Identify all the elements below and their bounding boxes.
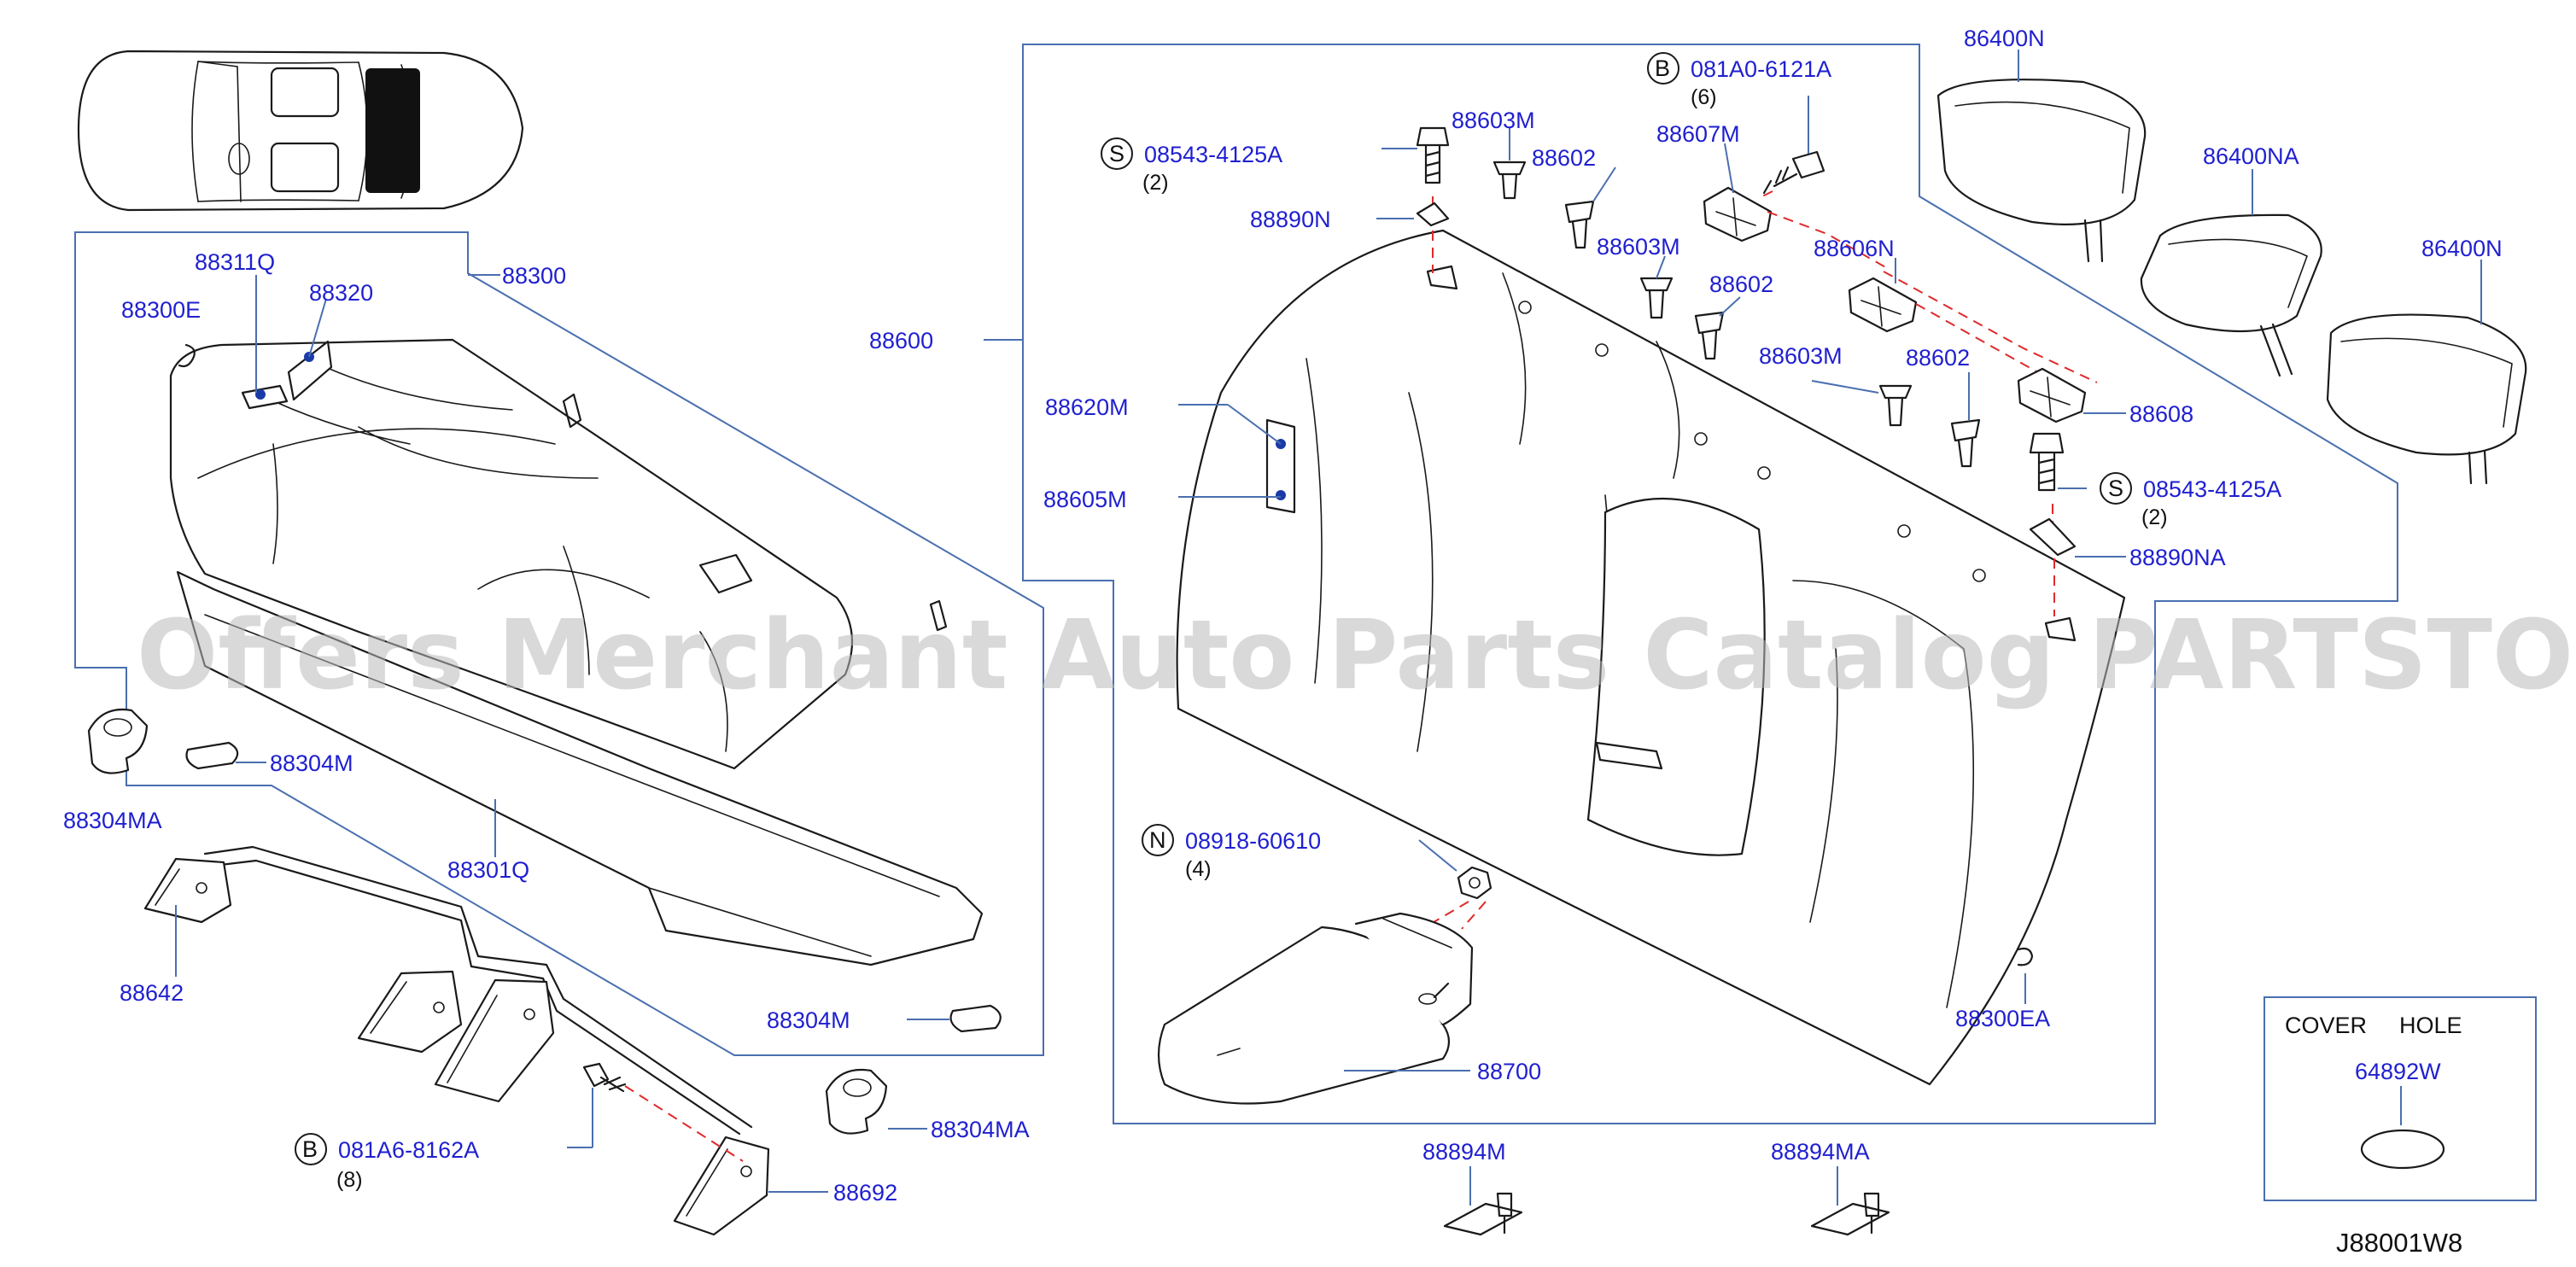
- qty-s-top: (2): [1142, 171, 1169, 195]
- clip-88603m-3: [1878, 384, 1913, 427]
- prefix-s-top: S: [1109, 141, 1124, 166]
- prefix-b-top: B: [1655, 55, 1670, 81]
- legend-part-64892w[interactable]: 64892W: [2355, 1059, 2441, 1084]
- label-88602-2[interactable]: 88602: [1709, 272, 1773, 297]
- label-88642[interactable]: 88642: [120, 980, 184, 1006]
- part-88620m-88605m: [1265, 418, 1296, 514]
- drawing-code: J88001W8: [2336, 1228, 2462, 1258]
- legend-hole: HOLE: [2399, 1013, 2462, 1038]
- legend-cover: COVER: [2285, 1013, 2367, 1038]
- cover-hole-plug: [2360, 1129, 2445, 1170]
- part-88304ma-bottom: [825, 1069, 888, 1135]
- label-88603m-2[interactable]: 88603M: [1597, 234, 1680, 260]
- bolt-081a6-8162a: [582, 1062, 627, 1093]
- label-88311q[interactable]: 88311Q: [195, 249, 275, 275]
- qty-n: (4): [1185, 857, 1212, 881]
- code-08543-4125a-right[interactable]: 08543-4125A: [2143, 476, 2281, 502]
- clip-88602-3: [1950, 418, 1981, 468]
- part-88890n: [1416, 201, 1450, 227]
- part-88304m-bottom: [949, 1004, 1002, 1033]
- part-88608: [2017, 367, 2087, 423]
- label-88607m[interactable]: 88607M: [1656, 121, 1740, 147]
- label-88304m-top[interactable]: 88304M: [270, 750, 353, 776]
- prefix-s-right: S: [2108, 476, 2123, 501]
- code-081a6-8162a[interactable]: 081A6-8162A: [338, 1137, 479, 1163]
- label-88890na[interactable]: 88890NA: [2129, 545, 2226, 570]
- part-86400n-right-headrest: [2326, 313, 2527, 485]
- label-88300[interactable]: 88300: [502, 263, 566, 289]
- label-88304ma-left[interactable]: 88304MA: [63, 808, 162, 833]
- bolt-081a0-6121a: [1762, 150, 1825, 195]
- label-88606n[interactable]: 88606N: [1814, 236, 1895, 261]
- label-88894m[interactable]: 88894M: [1422, 1139, 1506, 1165]
- part-88894m: [1443, 1192, 1523, 1236]
- label-88692[interactable]: 88692: [833, 1180, 897, 1206]
- clip-88603m-2: [1639, 277, 1674, 319]
- qty-b-top: (6): [1691, 85, 1717, 109]
- label-88700[interactable]: 88700: [1477, 1059, 1541, 1084]
- car-location-icon: [77, 50, 524, 212]
- label-88300e[interactable]: 88300E: [121, 297, 201, 323]
- part-88607m: [1703, 186, 1773, 242]
- clip-88602-2: [1694, 311, 1725, 360]
- code-08918-60610[interactable]: 08918-60610: [1185, 828, 1321, 854]
- part-88311q: [241, 384, 289, 410]
- screw-08543-4125a-top: [1416, 126, 1450, 184]
- label-88605m[interactable]: 88605M: [1043, 487, 1127, 512]
- part-88606n: [1848, 277, 1918, 333]
- label-88300ea[interactable]: 88300EA: [1955, 1006, 2050, 1031]
- label-88608[interactable]: 88608: [2129, 401, 2193, 427]
- cushion-group-frame: [74, 231, 1044, 1056]
- part-88642: [143, 845, 770, 1236]
- label-88304ma-bottom[interactable]: 88304MA: [931, 1117, 1030, 1142]
- prefix-n: N: [1149, 827, 1166, 853]
- part-88304m-top: [185, 741, 239, 770]
- label-88602-1[interactable]: 88602: [1532, 145, 1596, 171]
- nut-08918-60610: [1457, 866, 1492, 900]
- part-88304ma-left: [87, 709, 149, 774]
- label-88600[interactable]: 88600: [869, 328, 933, 353]
- part-86400n-left-headrest: [1936, 79, 2147, 263]
- label-88304m-bottom[interactable]: 88304M: [767, 1007, 850, 1033]
- clip-88603m-1: [1492, 161, 1527, 200]
- screw-08543-4125a-right: [2029, 432, 2065, 492]
- label-86400na[interactable]: 86400NA: [2203, 143, 2299, 169]
- seat-back: [1176, 229, 2126, 1086]
- clip-88602-1: [1564, 200, 1595, 249]
- qty-b-bottom: (8): [336, 1168, 363, 1192]
- code-081a0-6121a[interactable]: 081A0-6121A: [1691, 56, 1831, 82]
- label-88890n[interactable]: 88890N: [1250, 207, 1331, 232]
- label-88894ma[interactable]: 88894MA: [1771, 1139, 1870, 1165]
- part-86400na-center-headrest: [2140, 213, 2322, 377]
- part-88700-armrest: [1157, 912, 1474, 1105]
- label-86400n-2[interactable]: 86400N: [2421, 236, 2503, 261]
- prefix-b-bottom: B: [302, 1136, 318, 1162]
- part-88894ma: [1810, 1192, 1890, 1236]
- label-88301q[interactable]: 88301Q: [447, 857, 529, 883]
- label-88603m-3[interactable]: 88603M: [1759, 343, 1843, 369]
- qty-s-right: (2): [2141, 505, 2168, 529]
- cover-hole-legend: [2263, 996, 2537, 1201]
- label-88603m-1[interactable]: 88603M: [1452, 108, 1535, 133]
- label-88320[interactable]: 88320: [309, 280, 373, 306]
- label-88620m[interactable]: 88620M: [1045, 394, 1129, 420]
- watermark: Offers Merchant Auto Parts Catalog PARTS…: [137, 600, 2576, 711]
- label-86400n-1[interactable]: 86400N: [1964, 26, 2045, 51]
- part-88300e: [178, 343, 196, 368]
- part-88300ea: [2017, 947, 2034, 966]
- part-88890na: [2029, 517, 2077, 557]
- code-08543-4125a-top[interactable]: 08543-4125A: [1144, 142, 1282, 167]
- seat-back-group-frame: [1022, 44, 2398, 1124]
- label-88602-3[interactable]: 88602: [1906, 345, 1970, 371]
